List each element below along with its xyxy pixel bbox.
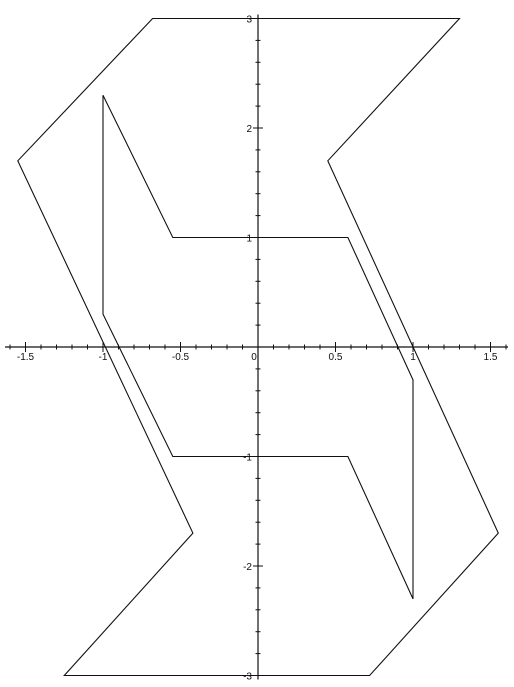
y-tick-label: 3 — [246, 15, 252, 26]
tick-label-layer: -1.5 -1 -0.5 0 0.5 1 1.5 3 2 1 -1 -2 -3 — [17, 15, 498, 683]
y-tick-label: -2 — [243, 562, 252, 573]
x-tick-label: 0.5 — [329, 352, 343, 363]
series-line-2 — [102, 94, 414, 600]
y-tick-label: 2 — [246, 124, 252, 135]
y-tick-label: -1 — [243, 453, 252, 464]
x-tick-label: 0 — [251, 352, 257, 363]
x-tick-label: -1 — [99, 352, 108, 363]
series-line-1 — [17, 17, 499, 677]
x-tick-label: 1.5 — [484, 352, 498, 363]
x-tick-label: -0.5 — [172, 352, 190, 363]
x-tick-label: -1.5 — [17, 352, 35, 363]
series-layer — [17, 17, 499, 677]
y-tick-label: 1 — [246, 234, 252, 245]
x-tick-label: 1 — [410, 352, 416, 363]
y-tick-label: -3 — [243, 672, 252, 683]
axis-layer — [5, 14, 508, 680]
